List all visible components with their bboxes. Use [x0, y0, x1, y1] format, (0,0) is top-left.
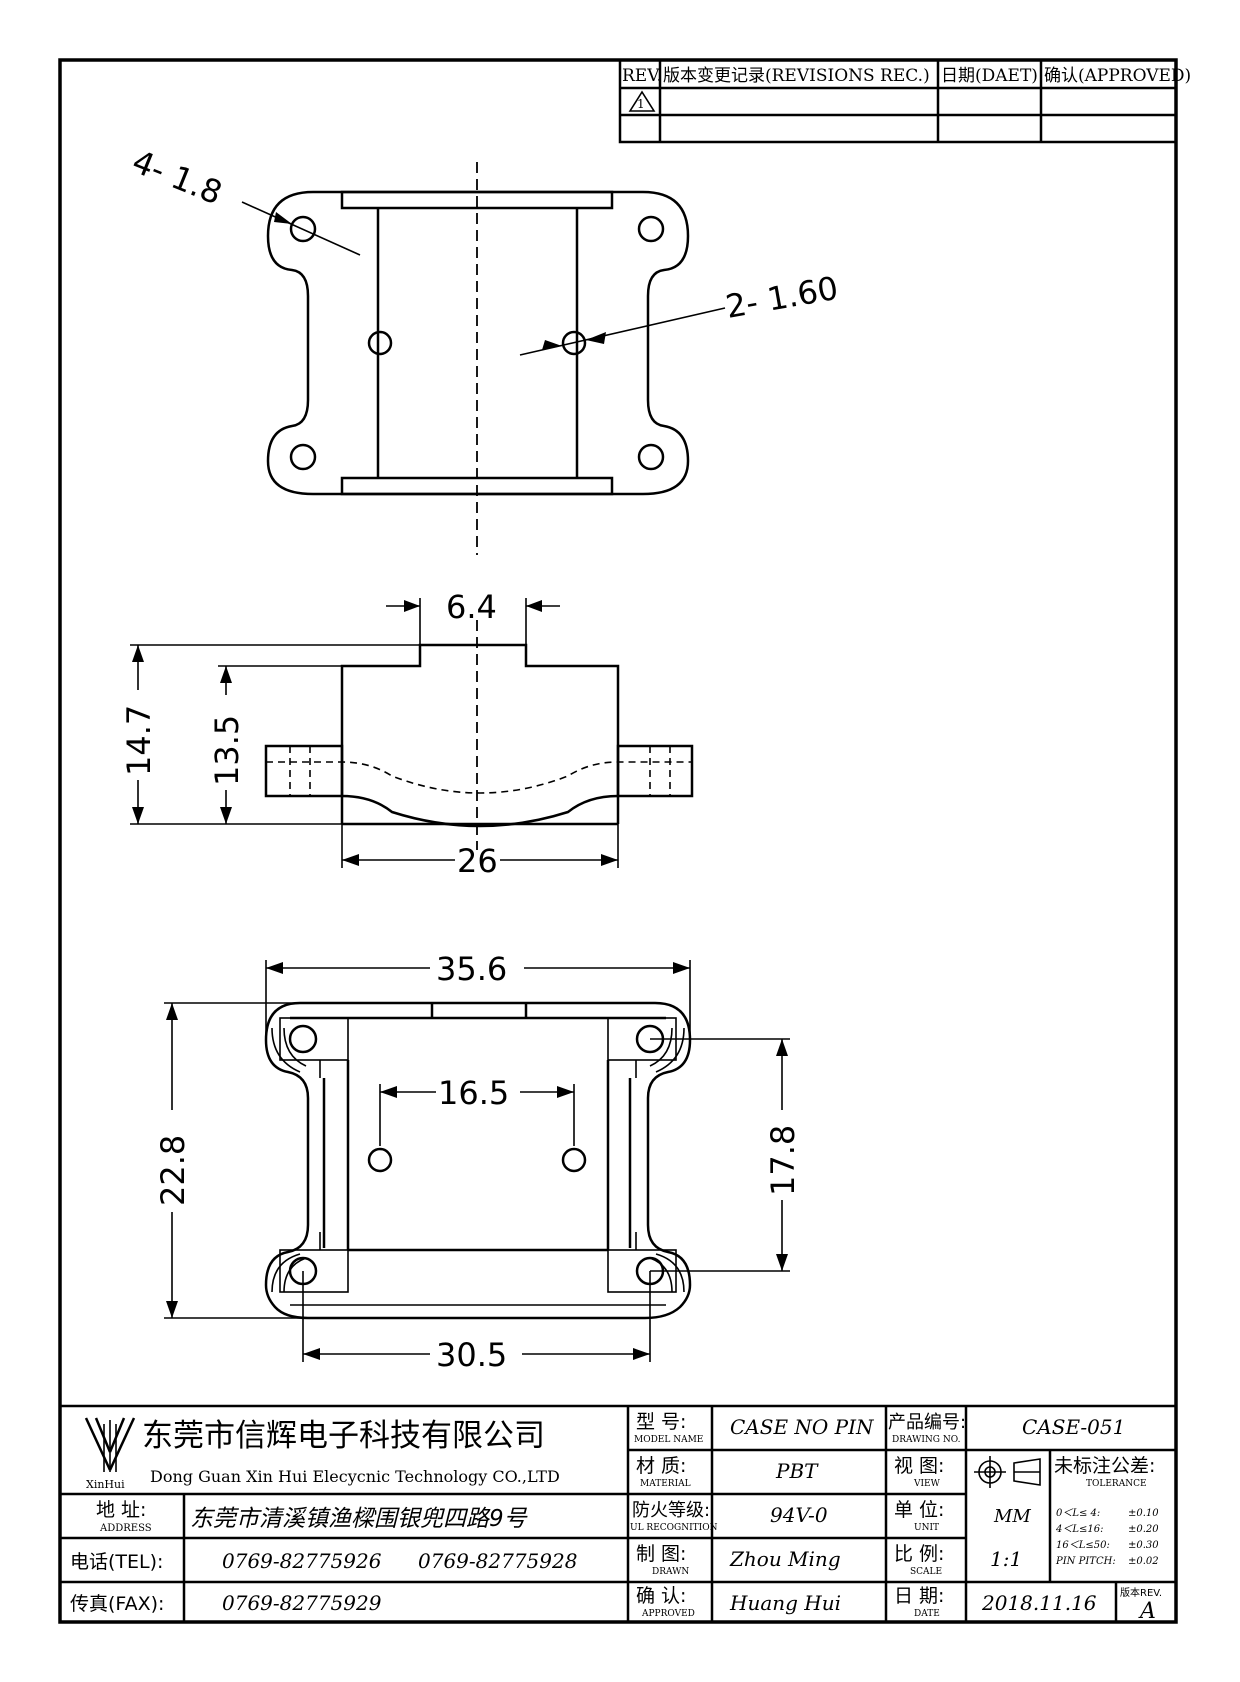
svg-text:电话(TEL):: 电话(TEL): — [70, 1551, 163, 1573]
svg-text:版本REV.: 版本REV. — [1120, 1586, 1162, 1599]
pin — [367, 330, 393, 356]
svg-text:SCALE: SCALE — [910, 1567, 942, 1577]
tel-value-2: 0769-82775928 — [418, 1549, 577, 1573]
rev-col-header: REV. — [622, 66, 662, 86]
tolerance-value: ±0.02 — [1128, 1556, 1159, 1567]
mounting-hole — [637, 443, 665, 471]
top-view: 4- 1.8 2- 1.60 — [127, 142, 841, 555]
svg-text:产品编号:: 产品编号: — [888, 1412, 966, 1433]
svg-text:制 图:: 制 图: — [636, 1543, 686, 1565]
svg-text:APPROVED: APPROVED — [641, 1609, 695, 1619]
tolerance-range: 0＜L≤ 4: — [1056, 1508, 1100, 1519]
pin — [561, 330, 587, 356]
projection-symbol-icon — [974, 1456, 1041, 1488]
dim-top-pins: 2- 1.60 — [723, 269, 841, 326]
dim-bottom-total-width: 35.6 — [436, 950, 507, 988]
ul-value: 94V-0 — [770, 1503, 828, 1527]
scale-value: 1:1 — [990, 1547, 1022, 1571]
tolerance-range: 16＜L≤50: — [1056, 1540, 1110, 1551]
svg-text:型 号:: 型 号: — [636, 1411, 686, 1433]
drawing-no-value: CASE-051 — [1022, 1415, 1125, 1439]
company-name-cn: 东莞市信辉电子科技有限公司 — [142, 1418, 545, 1454]
unit-value: MM — [993, 1506, 1031, 1527]
address-value: 东莞市清溪镇渔樑围银兜四路9号 — [190, 1506, 528, 1532]
approved-col-header: 确认(APPROVED) — [1044, 66, 1191, 86]
svg-text:确 认:: 确 认: — [636, 1585, 686, 1607]
svg-text:单 位:: 单 位: — [894, 1499, 944, 1521]
svg-text:ADDRESS: ADDRESS — [99, 1523, 152, 1534]
dim-side-step: 6.4 — [446, 588, 497, 626]
svg-text:DRAWN: DRAWN — [652, 1567, 689, 1577]
material-value: PBT — [775, 1459, 819, 1483]
svg-text:TOLERANCE: TOLERANCE — [1086, 1479, 1147, 1489]
svg-text:UL RECOGNITION: UL RECOGNITION — [630, 1523, 718, 1533]
tolerance-value: ±0.10 — [1128, 1508, 1159, 1519]
dim-bottom-hole-horizontal: 30.5 — [436, 1336, 507, 1374]
title-block: XinHui 东莞市信辉电子科技有限公司 Dong Guan Xin Hui E… — [60, 1404, 1176, 1624]
svg-text:防火等级:: 防火等级: — [632, 1500, 710, 1521]
svg-text:日 期:: 日 期: — [894, 1585, 944, 1607]
tel-value-1: 0769-82775926 — [222, 1549, 382, 1573]
svg-text:MATERIAL: MATERIAL — [640, 1479, 691, 1489]
svg-text:VIEW: VIEW — [913, 1479, 941, 1489]
svg-text:材 质:: 材 质: — [636, 1455, 686, 1477]
dim-side-width: 26 — [457, 842, 498, 880]
mounting-hole — [289, 215, 317, 243]
svg-text:地 址:: 地 址: — [96, 1499, 146, 1521]
svg-text:DATE: DATE — [914, 1609, 940, 1619]
dim-bottom-hole-vertical: 17.8 — [764, 1125, 802, 1196]
pin — [561, 1147, 587, 1173]
svg-text:1: 1 — [637, 97, 645, 111]
mounting-hole — [637, 215, 665, 243]
svg-text:比 例:: 比 例: — [894, 1543, 944, 1565]
sheet-border — [58, 58, 1178, 1624]
svg-text:MODEL NAME: MODEL NAME — [634, 1435, 703, 1445]
company-name-en: Dong Guan Xin Hui Elecycnic Technology C… — [150, 1467, 560, 1486]
revision-table: REV. 版本变更记录(REVISIONS REC.) 日期(DAET) 确认(… — [618, 58, 1191, 144]
pin — [367, 1147, 393, 1173]
svg-text:视 图:: 视 图: — [894, 1455, 944, 1477]
side-view: 6.4 14.7 13.5 26 — [120, 588, 694, 880]
revisions-col-header: 版本变更记录(REVISIONS REC.) — [663, 66, 930, 86]
tolerance-title: 未标注公差: — [1054, 1455, 1155, 1477]
dim-bottom-pin-spacing: 16.5 — [438, 1074, 509, 1112]
mounting-hole — [288, 1024, 318, 1054]
tolerance-range: 4＜L≤16: — [1055, 1524, 1103, 1535]
model-value: CASE NO PIN — [730, 1415, 875, 1439]
revision-value: A — [1138, 1599, 1156, 1624]
company-logo: XinHui — [84, 1417, 136, 1491]
dim-side-total-height: 14.7 — [120, 705, 158, 776]
svg-text:UNIT: UNIT — [914, 1523, 939, 1533]
mounting-hole — [289, 443, 317, 471]
date-value: 2018.11.16 — [981, 1591, 1097, 1615]
dim-top-holes: 4- 1.8 — [127, 142, 227, 212]
tolerance-value: ±0.20 — [1128, 1524, 1159, 1535]
svg-text:DRAWING NO.: DRAWING NO. — [892, 1435, 961, 1445]
dim-side-body-height: 13.5 — [208, 715, 246, 786]
bottom-view: 35.6 16.5 22.8 17.8 30.5 — [154, 950, 802, 1374]
svg-text:XinHui: XinHui — [86, 1478, 125, 1491]
tolerance-value: ±0.30 — [1128, 1540, 1159, 1551]
approved-value: Huang Hui — [729, 1591, 841, 1615]
revision-triangle-icon: 1 — [628, 90, 656, 112]
tolerance-range: PIN PITCH: — [1055, 1556, 1116, 1567]
date-col-header: 日期(DAET) — [941, 66, 1038, 86]
fax-value: 0769-82775929 — [222, 1591, 382, 1615]
svg-text:传真(FAX):: 传真(FAX): — [70, 1593, 164, 1615]
dim-bottom-total-height: 22.8 — [154, 1135, 192, 1206]
drawn-value: Zhou Ming — [729, 1547, 841, 1571]
